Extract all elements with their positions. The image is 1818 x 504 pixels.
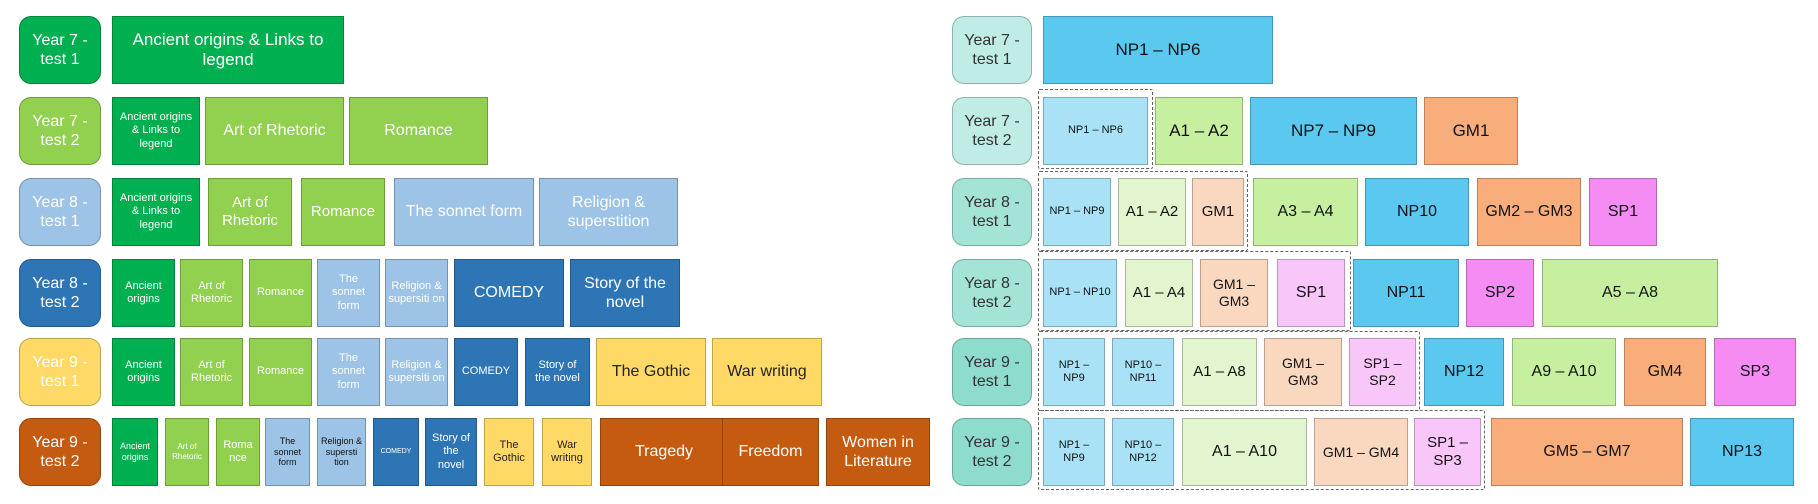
topic-cell: NP7 – NP9: [1250, 97, 1417, 165]
row-label-y7t1: Year 7 - test 1: [952, 16, 1032, 84]
topic-cell: A3 – A4: [1253, 178, 1358, 246]
topic-cell: NP10 – NP12: [1112, 418, 1174, 486]
topic-cell: COMEDY: [373, 418, 419, 486]
topic-cell: The sonnet form: [265, 418, 310, 486]
topic-cell: COMEDY: [454, 259, 564, 327]
topic-cell: SP1: [1589, 178, 1657, 246]
topic-cell: Roma nce: [216, 418, 260, 486]
topic-cell: GM1 – GM4: [1314, 418, 1408, 486]
topic-cell: NP1 – NP9: [1043, 338, 1105, 406]
topic-cell: Art of Rhetoric: [208, 178, 292, 246]
topic-cell: Romance: [301, 178, 385, 246]
topic-cell: War writing: [542, 418, 592, 486]
topic-cell: NP1 – NP9: [1043, 178, 1111, 246]
topic-cell: Tragedy: [600, 418, 728, 486]
dashed-group: [1038, 410, 1485, 490]
topic-cell: The sonnet form: [317, 259, 380, 327]
topic-cell: NP1 – NP10: [1043, 259, 1117, 327]
topic-cell: Ancient origins & Links to legend: [112, 178, 200, 246]
topic-cell: NP10 – NP11: [1112, 338, 1174, 406]
topic-cell: Art of Rhetoric: [205, 97, 344, 165]
topic-cell: Freedom: [722, 418, 819, 486]
topic-cell: GM1: [1192, 178, 1244, 246]
row-label-y7t1: Year 7 - test 1: [19, 16, 101, 84]
topic-cell: NP12: [1424, 338, 1504, 406]
topic-cell: The Gothic: [484, 418, 534, 486]
topic-cell: NP13: [1690, 418, 1794, 486]
topic-cell: NP1 – NP9: [1043, 418, 1105, 486]
topic-cell: SP3: [1714, 338, 1796, 406]
topic-cell: SP1 – SP3: [1414, 418, 1481, 486]
topic-cell: NP11: [1353, 259, 1459, 327]
row-label-y8t1: Year 8 - test 1: [952, 178, 1032, 246]
topic-cell: Romance: [249, 338, 312, 406]
row-label-y8t2: Year 8 - test 2: [952, 259, 1032, 327]
topic-cell: NP1 – NP6: [1043, 97, 1148, 165]
topic-cell: Religion & supersti tion: [317, 418, 366, 486]
row-label-y9t1: Year 9 - test 1: [19, 338, 101, 406]
topic-cell: SP1: [1277, 259, 1345, 327]
dashed-group: [1038, 251, 1351, 331]
topic-cell: Art of Rhetoric: [180, 259, 243, 327]
topic-cell: Art of Rhetoric: [180, 338, 243, 406]
row-label-y7t2: Year 7 - test 2: [19, 97, 101, 165]
topic-cell: Ancient origins: [112, 418, 158, 486]
row-label-y8t2: Year 8 - test 2: [19, 259, 101, 327]
topic-cell: Art of Rhetoric: [165, 418, 209, 486]
topic-cell: The Gothic: [596, 338, 706, 406]
row-label-y8t1: Year 8 - test 1: [19, 178, 101, 246]
topic-cell: Romance: [249, 259, 312, 327]
topic-cell: SP2: [1466, 259, 1534, 327]
row-label-y9t2: Year 9 - test 2: [19, 418, 101, 486]
topic-cell: Story of the novel: [425, 418, 477, 486]
topic-cell: GM2 – GM3: [1477, 178, 1581, 246]
topic-cell: A1 – A2: [1118, 178, 1186, 246]
topic-cell: GM4: [1624, 338, 1706, 406]
topic-cell: A1 – A8: [1182, 338, 1257, 406]
topic-cell: GM1 – GM3: [1264, 338, 1342, 406]
topic-cell: NP10: [1365, 178, 1469, 246]
topic-cell: A1 – A4: [1125, 259, 1193, 327]
topic-cell: A1 – A10: [1182, 418, 1307, 486]
topic-cell: Religion & supersiti on: [385, 338, 448, 406]
topic-cell: Romance: [349, 97, 488, 165]
topic-cell: The sonnet form: [394, 178, 534, 246]
topic-cell: Religion & superstition: [539, 178, 678, 246]
row-label-y9t2: Year 9 - test 2: [952, 418, 1032, 486]
topic-cell: GM5 – GM7: [1491, 418, 1683, 486]
topic-cell: Ancient origins & Links to legend: [112, 16, 344, 84]
topic-cell: A1 – A2: [1155, 97, 1243, 165]
topic-cell: Story of the novel: [525, 338, 590, 406]
topic-cell: Women in Literature: [826, 418, 930, 486]
dashed-group: [1038, 89, 1153, 169]
dashed-group: [1038, 171, 1248, 251]
topic-cell: Story of the novel: [570, 259, 680, 327]
topic-cell: Religion & supersiti on: [385, 259, 448, 327]
topic-cell: COMEDY: [454, 338, 518, 406]
topic-cell: A9 – A10: [1512, 338, 1616, 406]
topic-cell: Ancient origins: [112, 259, 175, 327]
topic-cell: The sonnet form: [317, 338, 380, 406]
topic-cell: NP1 – NP6: [1043, 16, 1273, 84]
row-label-y7t2: Year 7 - test 2: [952, 97, 1032, 165]
row-label-y9t1: Year 9 - test 1: [952, 338, 1032, 406]
topic-cell: Ancient origins: [112, 338, 175, 406]
topic-cell: A5 – A8: [1542, 259, 1718, 327]
topic-cell: GM1: [1424, 97, 1518, 165]
topic-cell: GM1 – GM3: [1200, 259, 1268, 327]
topic-cell: SP1 – SP2: [1349, 338, 1416, 406]
topic-cell: Ancient origins & Links to legend: [112, 97, 200, 165]
topic-cell: War writing: [712, 338, 822, 406]
